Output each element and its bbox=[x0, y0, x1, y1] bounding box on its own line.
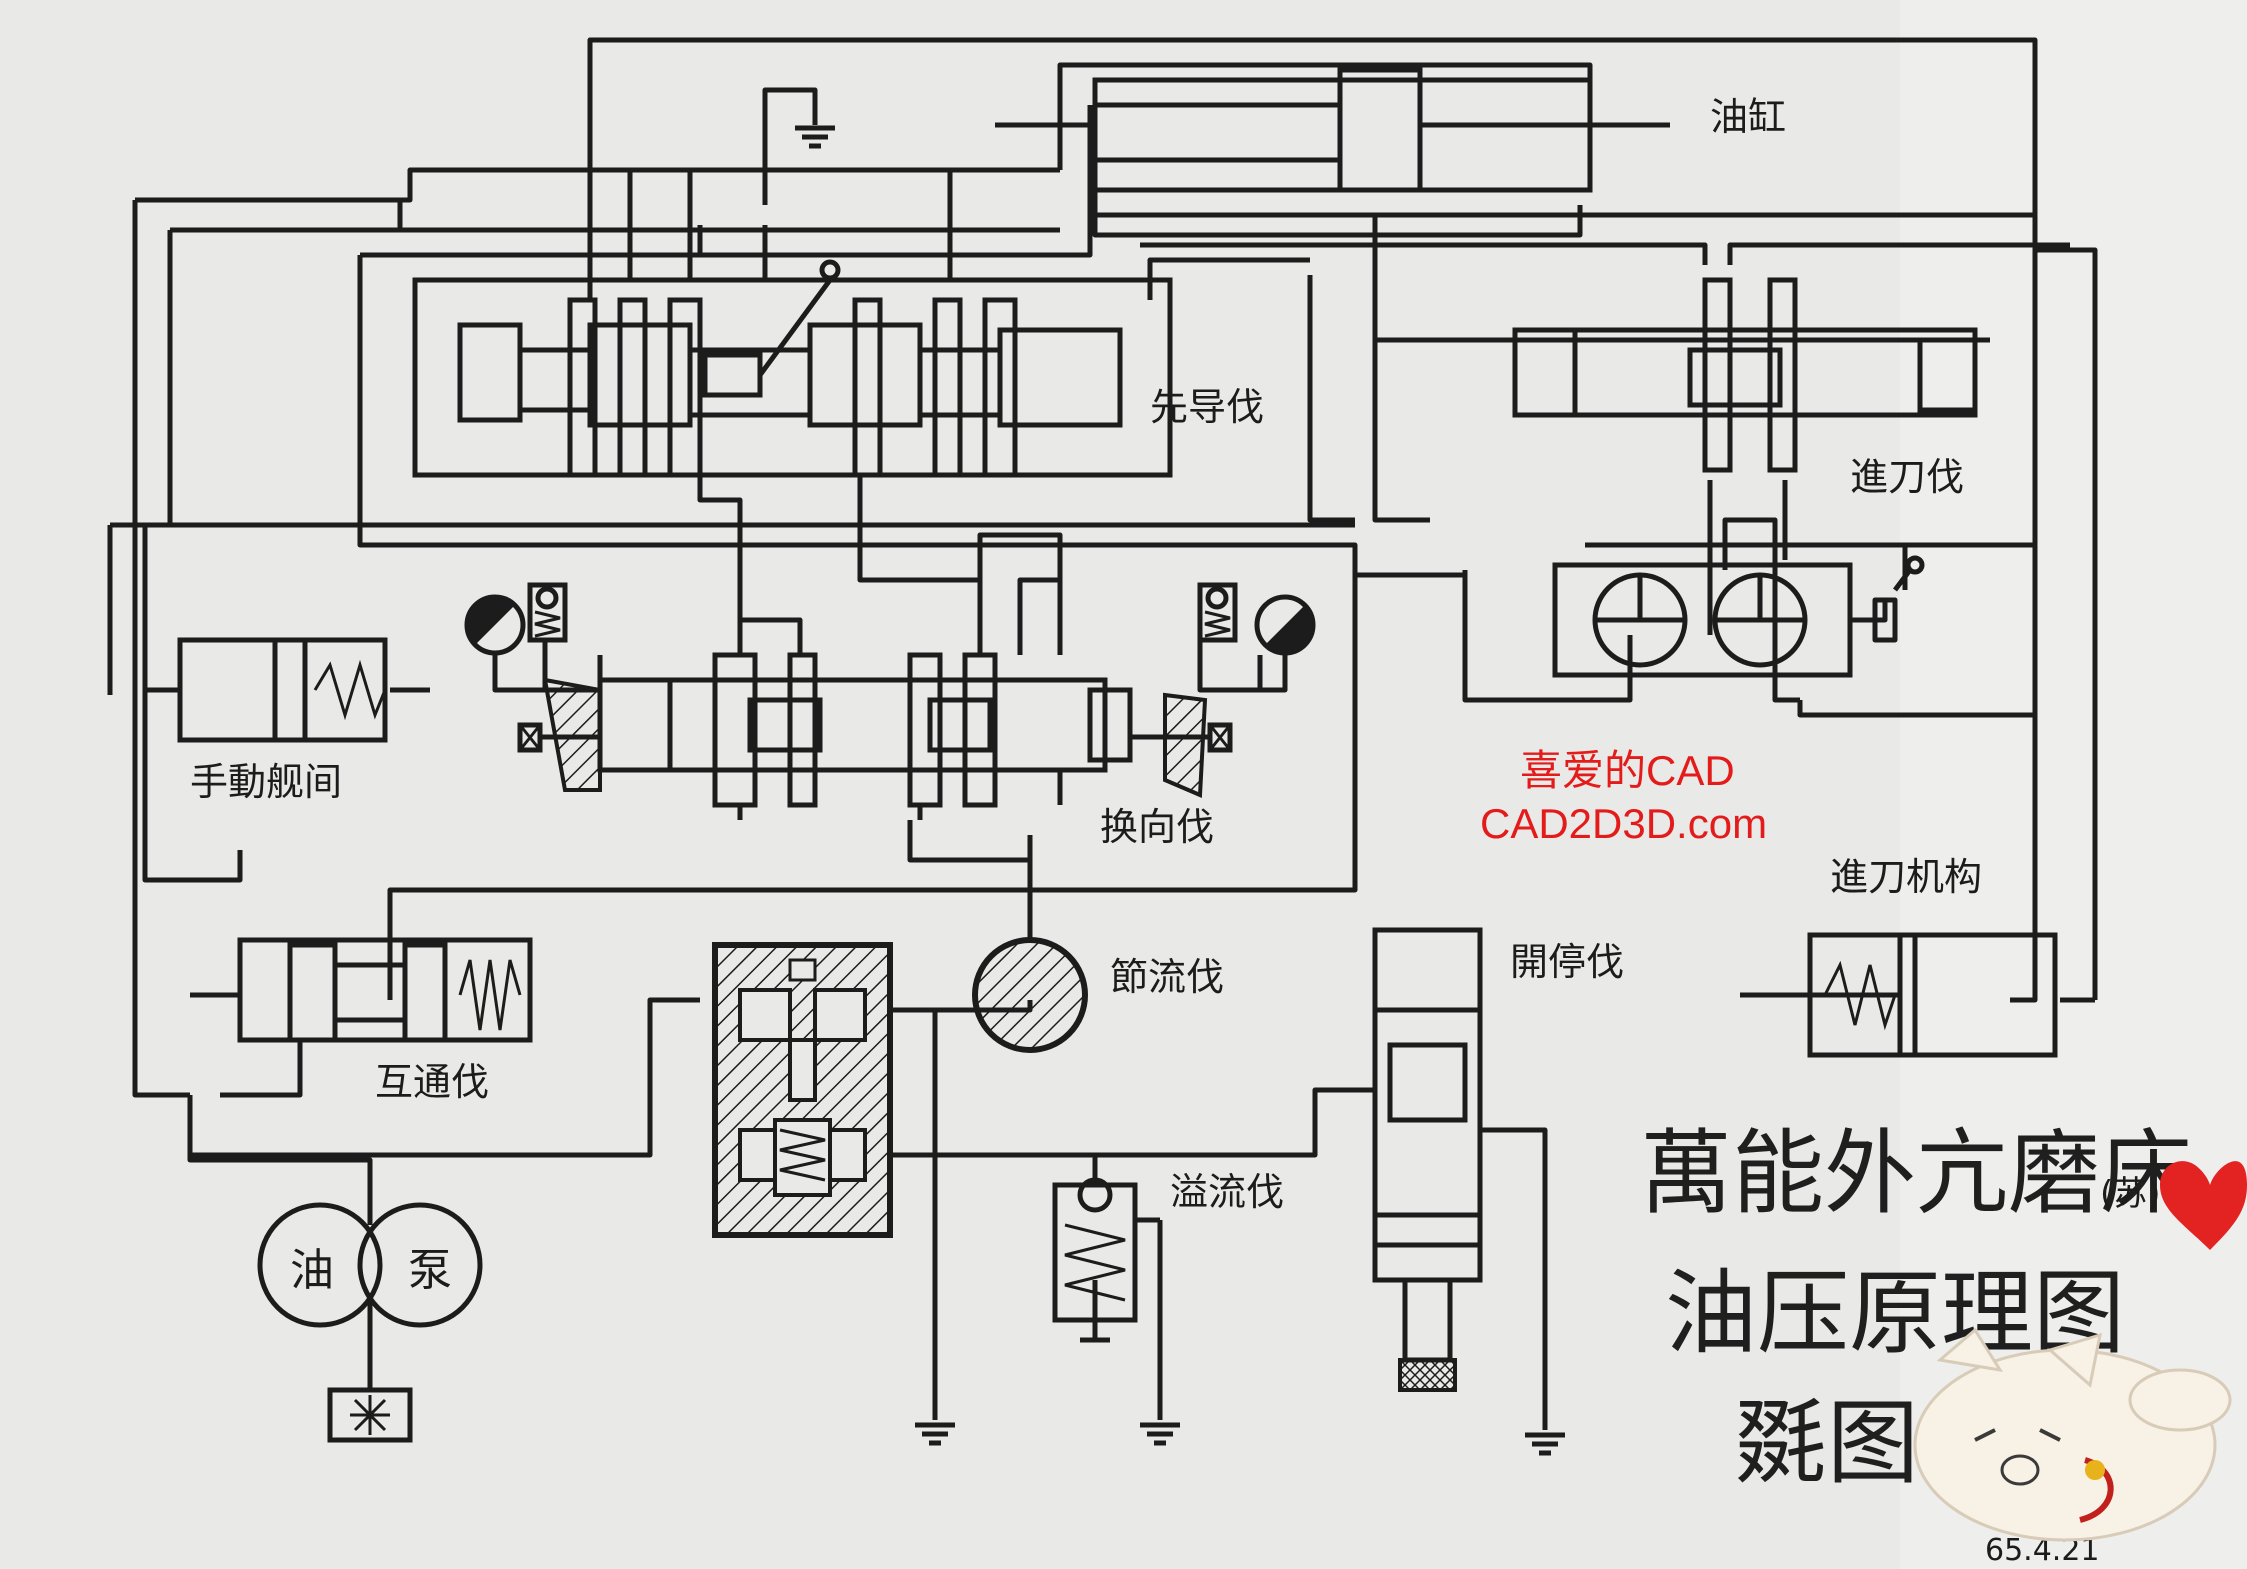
title-line3: 毲图 bbox=[1735, 1390, 1919, 1497]
throttle-valve bbox=[972, 937, 1088, 1053]
pilot-valve bbox=[412, 259, 1173, 478]
oil-pump bbox=[257, 1202, 483, 1443]
label-pilot-valve: 先导伐 bbox=[1150, 385, 1264, 429]
label-reversing-valve: 换向伐 bbox=[1100, 805, 1214, 849]
watermark-line1: 喜爱的CAD bbox=[1520, 747, 1735, 794]
label-feed-mechanism: 進刀机构 bbox=[1830, 855, 1982, 899]
ground-icon bbox=[915, 1422, 955, 1446]
label-cylinder: 油缸 bbox=[1710, 95, 1786, 139]
feed-valve bbox=[1512, 277, 1978, 473]
manual-valve bbox=[177, 637, 388, 743]
cylinder bbox=[995, 67, 1670, 193]
label-pump-left: 油 bbox=[290, 1245, 334, 1296]
title-line1: 萬能外亢磨床 bbox=[1640, 1120, 2192, 1227]
stop-valve bbox=[1372, 927, 1483, 1392]
reversing-valve bbox=[517, 652, 1233, 820]
watermark-line2: CAD2D3D.com bbox=[1480, 800, 1767, 847]
ground-icon bbox=[1525, 1432, 1565, 1456]
relief-valve bbox=[1052, 1177, 1160, 1343]
label-feed-valve: 進刀伐 bbox=[1850, 455, 1964, 499]
label-throttle-valve: 節流伐 bbox=[1110, 955, 1224, 999]
label-manual-valve: 手動舰间 bbox=[190, 760, 342, 804]
feed-mechanism bbox=[1740, 932, 2058, 1058]
pressure-valve-block bbox=[712, 942, 893, 1238]
ground-icon bbox=[795, 120, 835, 149]
cat-sticker-icon bbox=[1913, 1327, 2232, 1542]
feed-valve-selector bbox=[1552, 555, 1925, 678]
piping bbox=[107, 37, 2098, 1430]
label-pump-right: 泵 bbox=[408, 1245, 452, 1296]
label-stop-valve: 開停伐 bbox=[1510, 940, 1624, 984]
check-valve-right bbox=[1197, 582, 1316, 693]
label-relief-valve: 溢流伐 bbox=[1170, 1170, 1284, 1214]
two-way-valve bbox=[237, 937, 533, 1043]
heart-icon bbox=[2160, 1161, 2247, 1250]
ground-icon bbox=[1140, 1422, 1180, 1446]
title-note: (苏) bbox=[2100, 1174, 2161, 1214]
check-valve-left bbox=[464, 582, 568, 693]
label-two-way-valve: 互通伐 bbox=[375, 1060, 489, 1104]
